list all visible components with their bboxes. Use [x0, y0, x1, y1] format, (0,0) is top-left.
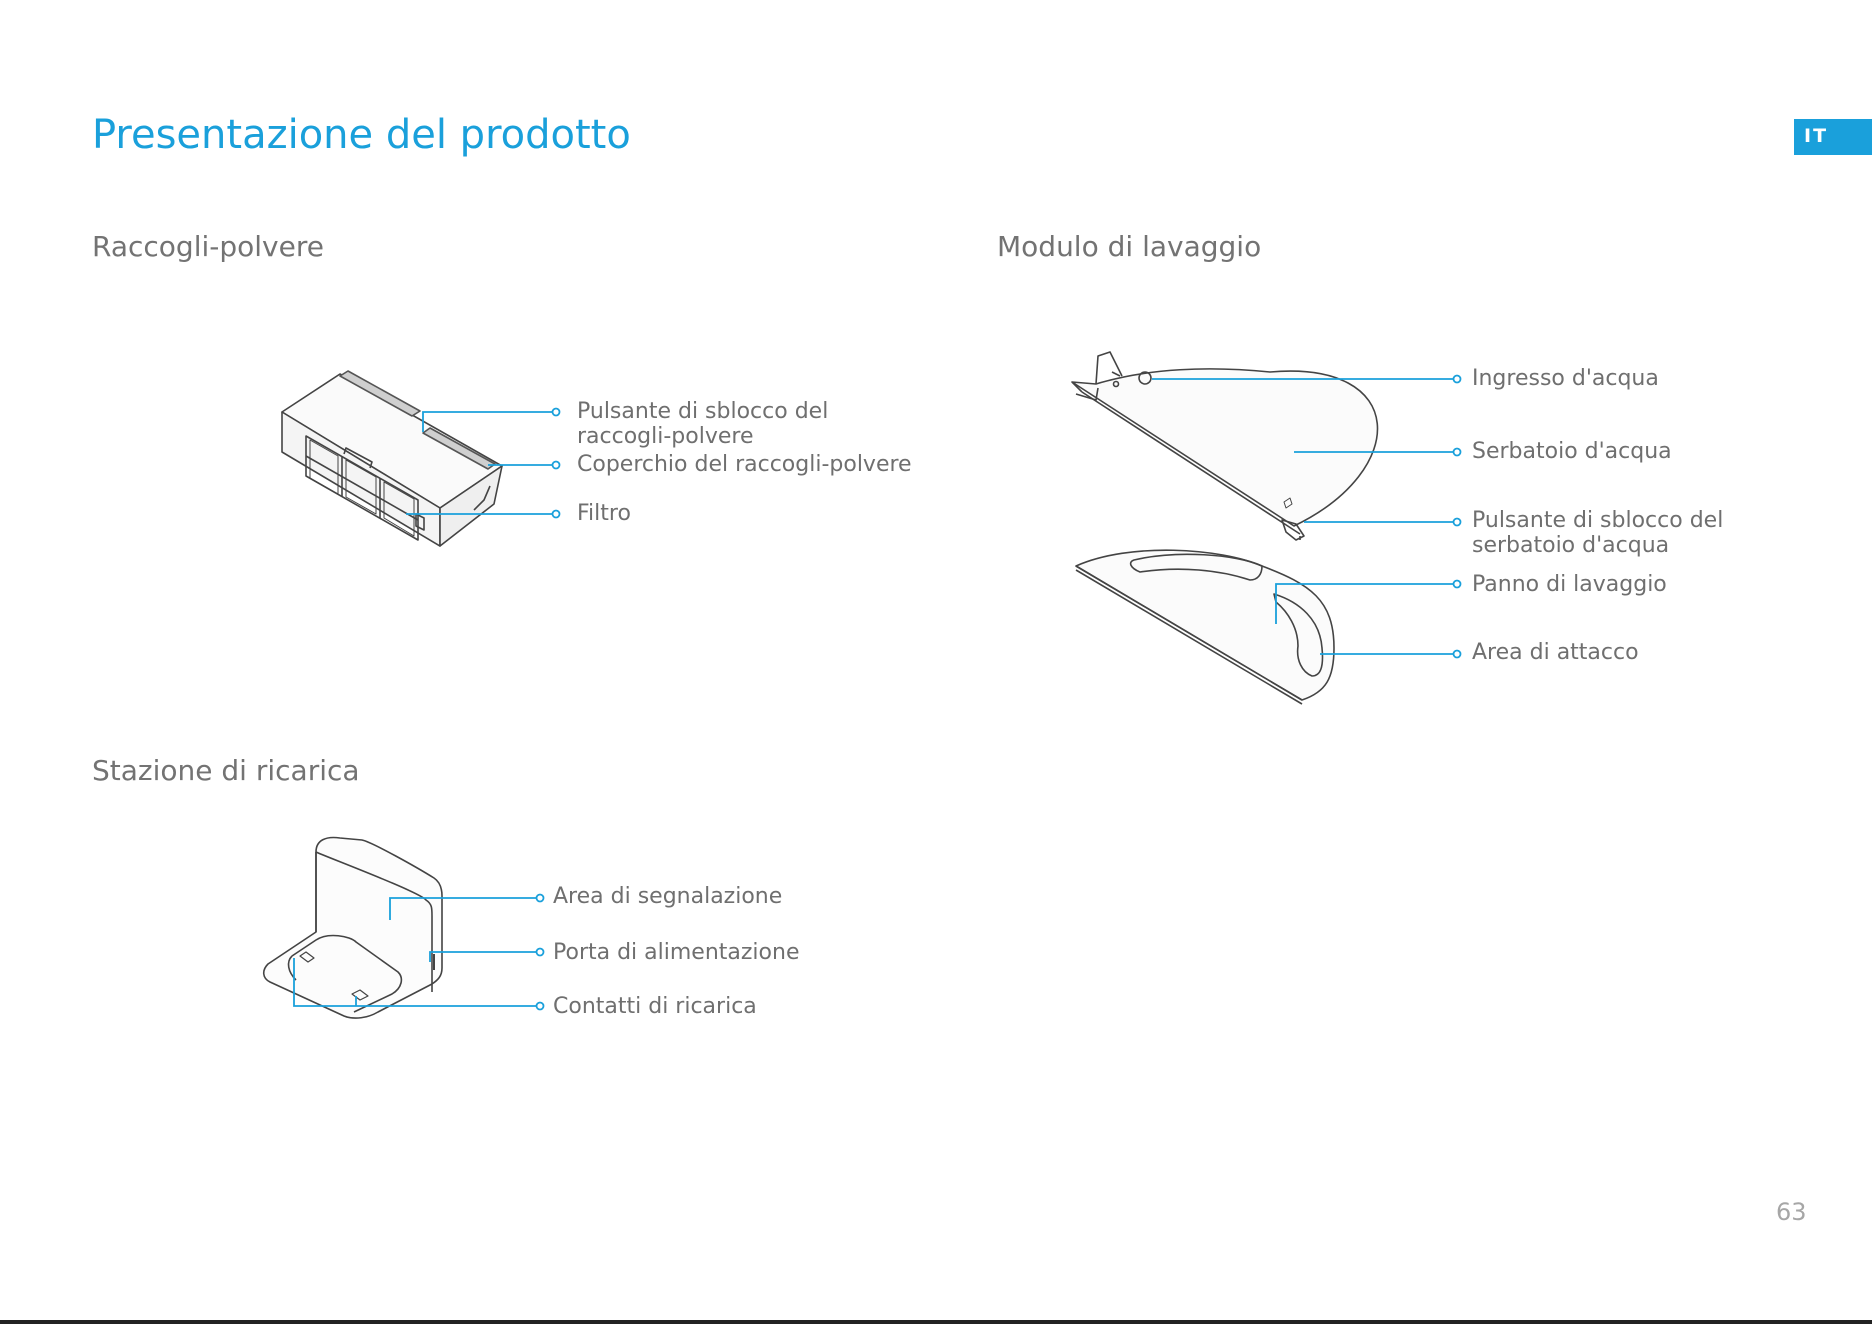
- dustbin-leader-lines: [406, 407, 561, 519]
- attach-area-label: Area di attacco: [1472, 640, 1639, 665]
- dustbin-heading: Raccogli-polvere: [92, 230, 324, 263]
- charging-dock-heading: Stazione di ricarica: [92, 754, 360, 787]
- page-number: 63: [1776, 1198, 1807, 1226]
- signal-area-label: Area di segnalazione: [553, 884, 783, 909]
- power-port-label: Porta di alimentazione: [553, 940, 800, 965]
- mop-cloth-label: Panno di lavaggio: [1472, 572, 1667, 597]
- dustbin-cover-label: Coperchio del raccogli-polvere: [577, 452, 912, 477]
- mop-module-leader-lines: [1152, 374, 1462, 659]
- charging-dock-illustration: [262, 836, 443, 1019]
- language-tab-label: IT: [1804, 125, 1829, 147]
- tank-unlock-label-line1: Pulsante di sblocco del: [1472, 508, 1724, 533]
- language-tab: IT: [1794, 119, 1872, 155]
- water-tank-label: Serbatoio d'acqua: [1472, 439, 1672, 464]
- tank-unlock-label: Pulsante di sblocco del serbatoio d'acqu…: [1472, 508, 1723, 558]
- bottom-border: [0, 1320, 1872, 1324]
- dustbin-unlock-label: Pulsante di sblocco del raccogli-polvere: [577, 399, 828, 449]
- dustbin-filter-label: Filtro: [577, 501, 631, 526]
- charging-dock-leader-lines: [293, 893, 545, 1011]
- mop-module-heading: Modulo di lavaggio: [997, 230, 1262, 263]
- charging-contacts-label: Contatti di ricarica: [553, 994, 757, 1019]
- dustbin-unlock-label-line2: raccogli-polvere: [577, 424, 754, 449]
- tank-unlock-label-line2: serbatoio d'acqua: [1472, 533, 1670, 558]
- dustbin-illustration: [281, 370, 503, 547]
- page-title: Presentazione del prodotto: [92, 112, 631, 158]
- water-inlet-label: Ingresso d'acqua: [1472, 366, 1659, 391]
- dustbin-unlock-label-line1: Pulsante di sblocco del: [577, 399, 829, 424]
- mop-module-illustration: [1071, 351, 1379, 705]
